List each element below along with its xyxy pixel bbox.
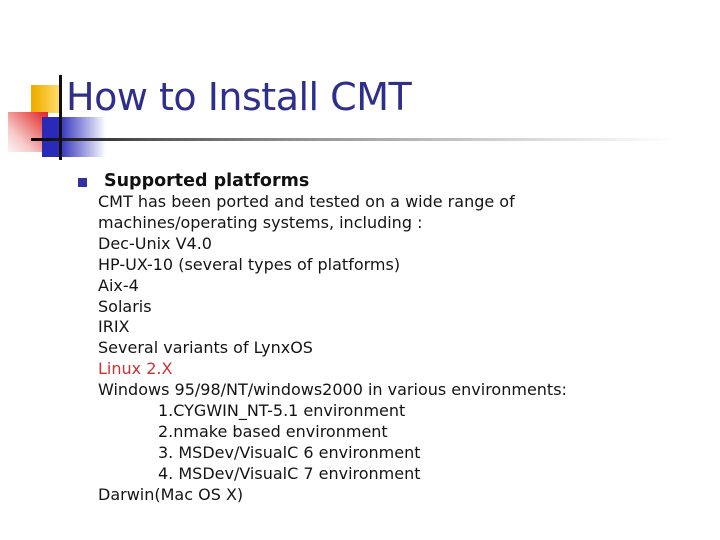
- body-line: Several variants of LynxOS: [98, 338, 313, 358]
- body-line: CMT has been ported and tested on a wide…: [98, 192, 515, 211]
- vertical-accent-line: [59, 75, 62, 160]
- body-line: HP-UX-10 (several types of platforms): [98, 254, 401, 274]
- body-line: Linux 2.X: [98, 359, 173, 379]
- body-line: 1.CYGWIN_NT-5.1 environment: [158, 401, 406, 421]
- body-line: IRIX: [98, 317, 130, 337]
- yellow-square-decoration: [31, 85, 59, 113]
- horizontal-divider-line: [31, 138, 675, 141]
- body-line: Darwin(Mac OS X): [98, 484, 244, 504]
- body-text-block: CMT has been ported and tested on a wide…: [98, 192, 698, 506]
- body-line: 3. MSDev/VisualC 6 environment: [158, 442, 421, 462]
- body-line: Windows 95/98/NT/windows2000 in various …: [98, 380, 567, 400]
- body-line: Aix-4: [98, 275, 139, 295]
- blue-square-decoration: [42, 117, 106, 157]
- slide-title: How to Install CMT: [66, 75, 412, 119]
- body-line: 2.nmake based environment: [158, 421, 388, 441]
- section-heading: Supported platforms: [104, 171, 310, 191]
- body-line: 4. MSDev/VisualC 7 environment: [158, 463, 421, 483]
- body-line: Dec-Unix V4.0: [98, 233, 212, 253]
- red-square-decoration: [8, 112, 48, 152]
- body-line: Solaris: [98, 296, 152, 316]
- square-bullet-icon: [78, 178, 87, 187]
- body-line: machines/operating systems, including :: [98, 212, 423, 232]
